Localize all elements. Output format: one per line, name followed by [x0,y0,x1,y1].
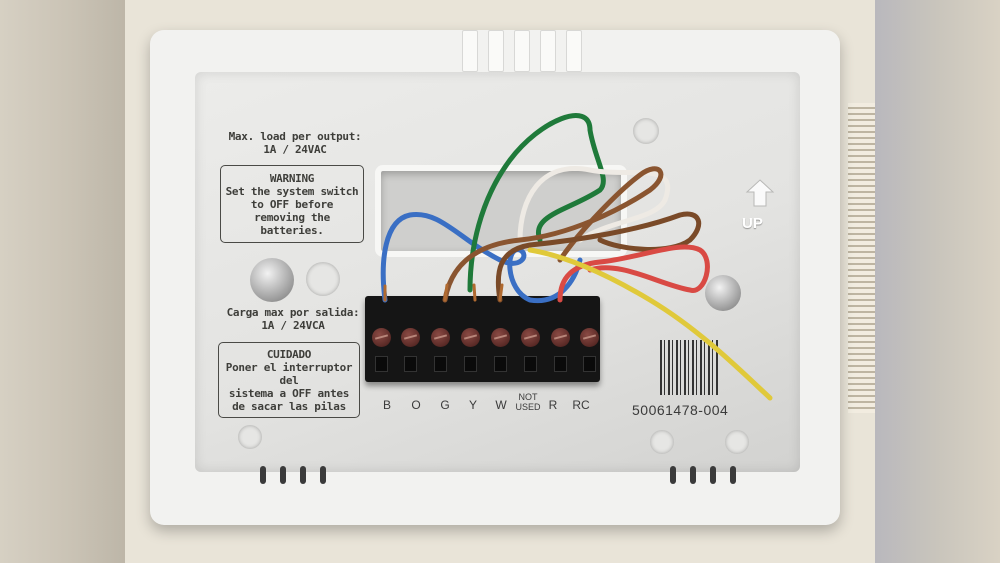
max-load-label-es: Carga max por salida: 1A / 24VCA [213,306,373,332]
terminal-screw-y[interactable] [461,328,480,347]
mounting-screw [250,258,294,302]
wire-copper-g [443,283,449,302]
max-load-label-en: Max. load per output: 1A / 24VAC [215,130,375,156]
terminal-slot [375,356,388,372]
terminal-slot [434,356,447,372]
terminal-screw-g[interactable] [431,328,450,347]
warning-text-en: WARNING Set the system switch to OFF bef… [220,172,364,237]
terminal-label-r: R [548,398,558,412]
terminal-label-w: W [495,398,507,412]
snap-tab [566,30,582,72]
terminal-label-not-used: NOT USED [515,392,541,412]
terminal-label-o: O [411,398,421,412]
terminal-slot [554,356,567,372]
terminal-label-g: G [440,398,450,412]
barcode [660,340,720,395]
terminal-slot [583,356,596,372]
warning-box-es [218,342,360,418]
blurred-background-left [0,0,125,563]
terminal-screw-o[interactable] [401,328,420,347]
vent-slot [300,466,306,484]
warning-line3: removing the batteries. [254,211,330,237]
warning-line1: Set the system switch [225,185,359,198]
warning-line2: to OFF before [250,198,334,211]
warning-line3: de sacar las pilas [232,400,346,413]
wire-white [517,166,670,243]
warning-text-es: CUIDADO Poner el interruptor del sistema… [218,348,360,413]
mounting-screw [705,275,741,311]
vent-slot [280,466,286,484]
terminal-label-rc: RC [572,398,590,412]
warning-title: WARNING [269,172,315,185]
warning-line2: sistema a OFF antes [228,387,350,400]
terminal-slot [494,356,507,372]
max-load-line1: Max. load per output: [228,130,362,143]
warning-box-en [220,165,364,243]
terminal-slot [464,356,477,372]
max-load-line1: Carga max por salida: [226,306,360,319]
vent-slot [730,466,736,484]
mounting-hole [650,430,674,454]
part-number: 50061478-004 [632,402,729,418]
wire-copper-w [498,283,504,302]
up-arrow-icon [745,179,775,207]
drywall-mesh-tape [848,103,875,413]
wire-yellow [527,247,773,401]
vent-slot [710,466,716,484]
blurred-background-right [875,0,1000,563]
wire-brown-1 [442,166,664,303]
mounting-hole [238,425,262,449]
mounting-hole [306,262,340,296]
max-load-line2: 1A / 24VAC [263,143,327,156]
wire-copper-y [472,283,477,302]
terminal-screw-not-used[interactable] [521,328,540,347]
up-label: UP [742,215,763,232]
warning-line1: Poner el interruptor del [225,361,353,387]
mounting-hole [725,430,749,454]
terminal-screw-r[interactable] [551,328,570,347]
wire-blue [380,211,583,304]
max-load-line2: 1A / 24VCA [261,319,325,332]
terminal-screw-b[interactable] [372,328,391,347]
terminal-label-y: Y [468,398,477,412]
snap-tab [514,30,530,72]
mounting-hole [633,118,659,144]
terminal-label-b: B [382,398,391,412]
wire-green [467,113,606,293]
snap-tab [488,30,504,72]
wire-brown-2 [495,211,702,303]
vent-slot [320,466,326,484]
snap-tab [462,30,478,72]
warning-title: CUIDADO [266,348,312,361]
terminal-block [365,296,600,382]
terminal-screw-rc[interactable] [580,328,599,347]
terminal-screw-w[interactable] [491,328,510,347]
terminal-slot [404,356,417,372]
vent-slot [260,466,266,484]
terminal-slot [524,356,537,372]
vent-slot [670,466,676,484]
snap-tab [540,30,556,72]
vent-slot [690,466,696,484]
